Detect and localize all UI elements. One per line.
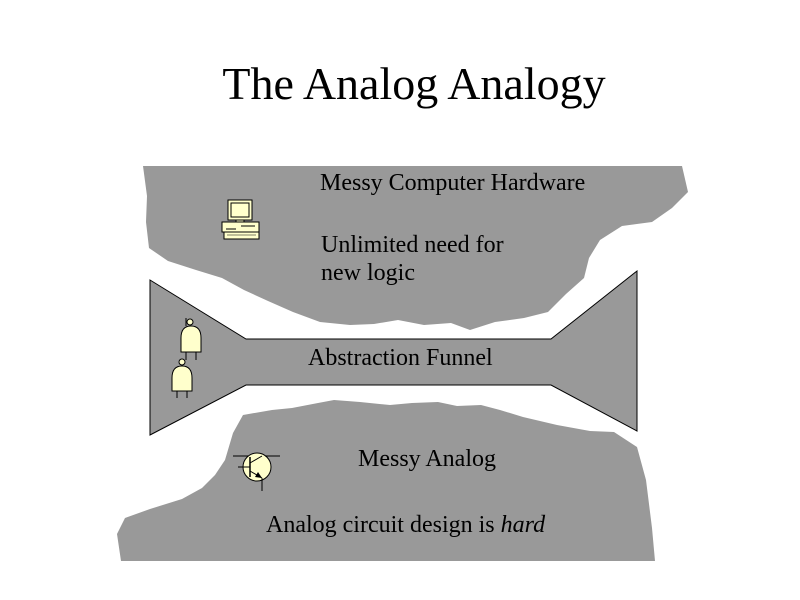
nand-gate-icon	[180, 318, 202, 360]
computer-icon	[221, 199, 260, 240]
hardware-text-line1: Unlimited need for	[321, 232, 504, 258]
transistor-icon	[233, 452, 280, 491]
hardware-text-line2: new logic	[321, 260, 415, 286]
bottom-region-shape	[117, 400, 655, 561]
slide-title: The Analog Analogy	[222, 58, 606, 109]
funnel-label: Abstraction Funnel	[308, 345, 493, 371]
and-gate-icon	[171, 358, 193, 398]
top-region-shape	[143, 166, 688, 330]
analog-text-prefix: Analog circuit design is	[266, 512, 501, 538]
analog-text-emphasis: hard	[500, 512, 546, 538]
funnel-shape	[149, 269, 638, 436]
analog-heading: Messy Analog	[358, 446, 496, 472]
analog-text: Analog circuit design is hard	[266, 511, 545, 539]
hardware-heading: Messy Computer Hardware	[320, 170, 586, 196]
